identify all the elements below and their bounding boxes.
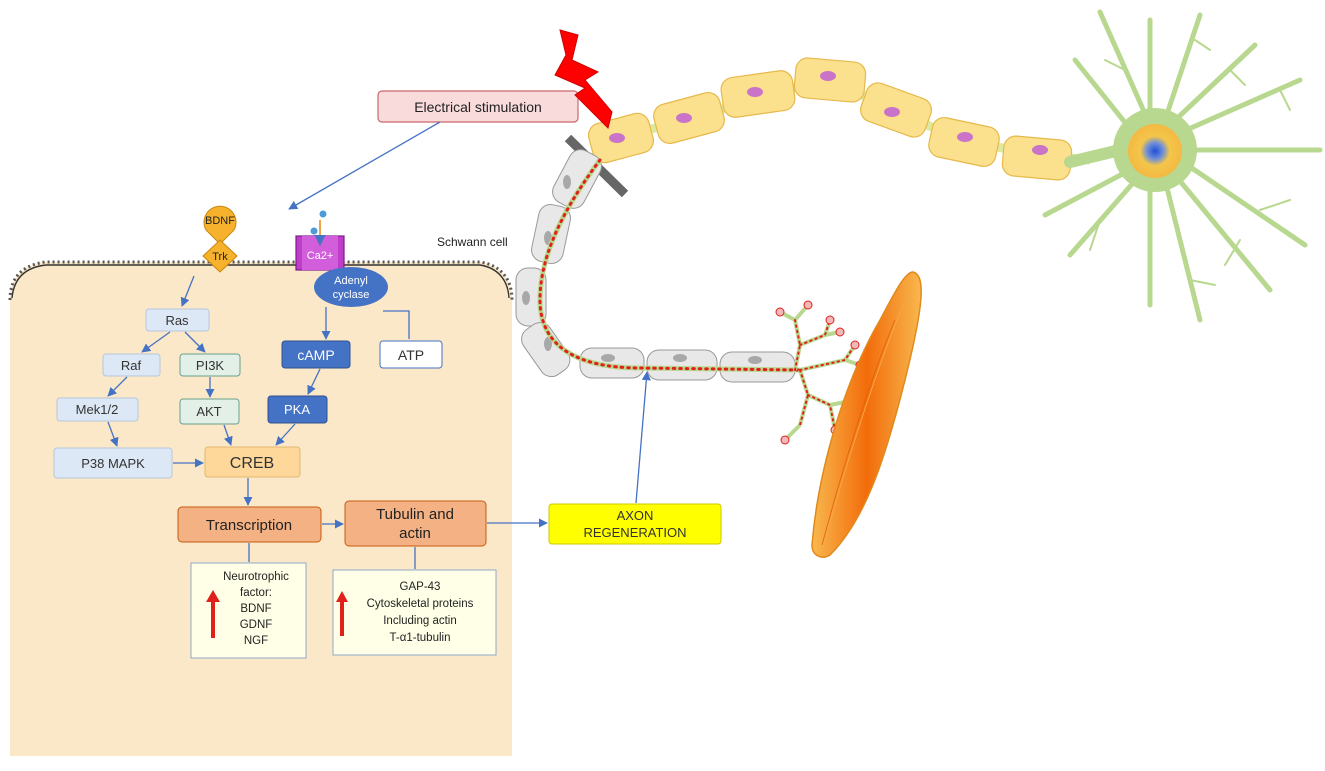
- neurotrophic-items-1-text: GDNF: [240, 619, 273, 631]
- calcium-label: Ca2+: [307, 250, 334, 262]
- cytoskeleton-lines-1-text: Cytoskeletal proteins: [367, 598, 474, 610]
- arrow-stimulation-to-cell: [288, 121, 441, 210]
- pathway-mek-text: Mek1/2: [76, 402, 119, 417]
- pka-box: PKA: [267, 395, 328, 424]
- pathway-ras-text: Ras: [165, 313, 189, 328]
- cytoskeleton-lines-3-text: T-α1-tubulin: [390, 632, 451, 644]
- camp-box: cAMP: [281, 340, 351, 369]
- neurotrophic-line1-text: Neurotrophic: [223, 571, 289, 583]
- cytoskeletal-proteins-box: GAP-43 Cytoskeletal proteins Including a…: [332, 569, 497, 656]
- p38-mapk-box: P38 MAPK: [53, 447, 173, 479]
- pathway-akt-text: AKT: [196, 404, 221, 419]
- calcium-ion: [319, 210, 327, 218]
- adenyl-label-1: Adenyl: [334, 275, 368, 287]
- neurotrophic-items-2-text: NGF: [244, 635, 268, 647]
- calcium-ion: [310, 227, 318, 235]
- pathway-tubulin_line1-text: Tubulin and: [376, 506, 454, 523]
- electrical-stimulation-label: Electrical stimulation: [414, 99, 542, 115]
- pathway-creb-text: CREB: [230, 455, 274, 472]
- pathway-raf-text: Raf: [121, 358, 142, 373]
- muscle-fiber: [811, 271, 922, 558]
- schwann-cell-label: Schwann cell: [437, 235, 508, 249]
- lightning-bolt-icon: [554, 29, 613, 129]
- raf-box: Raf: [102, 353, 161, 377]
- trk-label: Trk: [212, 251, 228, 263]
- atp-box: ATP: [379, 340, 443, 369]
- pathway-transcription-text: Transcription: [206, 517, 292, 534]
- pathway-pka-text: PKA: [284, 402, 310, 417]
- bdnf-trk-receptor: BDNF Trk: [202, 205, 238, 273]
- pathway-camp-text: cAMP: [297, 347, 334, 363]
- bdnf-label: BDNF: [205, 215, 235, 227]
- cytoskeleton-lines-0-text: GAP-43: [400, 581, 441, 593]
- mek-box: Mek1/2: [56, 397, 139, 422]
- creb-box: CREB: [204, 446, 301, 478]
- adenyl-label-2: cyclase: [333, 289, 370, 301]
- pathway-atp-text: ATP: [398, 347, 424, 363]
- pathway-p38-text: P38 MAPK: [81, 456, 145, 471]
- pathway-pi3k-text: PI3K: [196, 358, 225, 373]
- pathway-tubulin_line2-text: actin: [399, 525, 431, 542]
- pathway-arrows: [107, 275, 651, 569]
- adenyl-cyclase: Adenyl cyclase: [314, 267, 388, 307]
- calcium-channel: Ca2+: [295, 210, 345, 271]
- neurotrophic-line2-text: factor:: [240, 587, 272, 599]
- pi3k-box: PI3K: [179, 353, 241, 377]
- regenerating-axon: [537, 158, 865, 445]
- myelin-sheath: [587, 57, 1091, 181]
- ras-box: Ras: [145, 308, 210, 332]
- pathway-axon_line1-text: AXON: [617, 508, 654, 523]
- pathway-axon_line2-text: REGENERATION: [583, 525, 686, 540]
- electrical-stimulation-box: Electrical stimulation: [377, 90, 579, 123]
- cytoskeleton-lines-2-text: Including actin: [383, 615, 457, 627]
- axon-regeneration-box: AXON REGENERATION: [548, 503, 722, 545]
- transcription-box: Transcription: [177, 506, 322, 543]
- neuron-soma: [1042, 9, 1323, 323]
- neurotrophic-factor-box: Neurotrophic factor: BDNF GDNF NGF: [190, 562, 307, 659]
- akt-box: AKT: [179, 398, 240, 425]
- neurotrophic-items-0-text: BDNF: [240, 603, 271, 615]
- tubulin-actin-box: Tubulin and actin: [344, 500, 487, 547]
